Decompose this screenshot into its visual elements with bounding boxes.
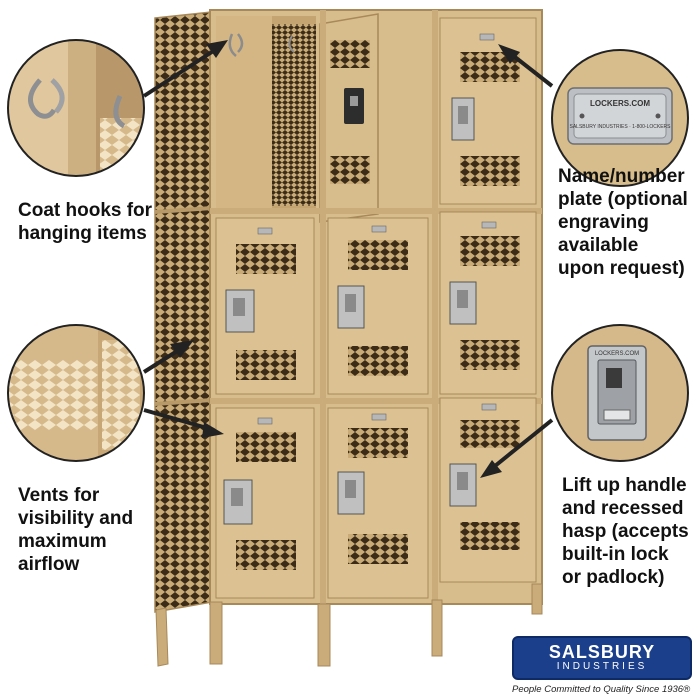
callout-line: visibility and xyxy=(18,508,134,529)
callout-arrows xyxy=(142,40,554,478)
brand-logo: SALSBURY INDUSTRIES People Committed to … xyxy=(512,636,692,695)
locker-bank xyxy=(154,9,543,667)
arrow-handle xyxy=(488,418,554,472)
callout-line: maximum xyxy=(18,531,107,552)
callout-line: and recessed xyxy=(562,498,684,519)
callout-line: hanging items xyxy=(18,223,147,244)
brand-badge: SALSBURY INDUSTRIES xyxy=(512,636,692,680)
callout-handle: Lift up handle and recessed hasp (accept… xyxy=(562,474,689,589)
callout-line: plate (optional xyxy=(558,189,688,210)
locker-door xyxy=(327,407,429,599)
callout-line: hasp (accepts xyxy=(562,521,689,542)
locker-door xyxy=(439,397,537,583)
callout-line: built-in lock xyxy=(562,544,669,565)
locker-door xyxy=(439,17,537,205)
arrow-hooks xyxy=(142,46,220,98)
arrow-vents-lower xyxy=(143,408,215,432)
callout-coat-hooks: Coat hooks for hanging items xyxy=(18,199,152,245)
brand-tagline: People Committed to Quality Since 1936® xyxy=(512,684,691,695)
open-door xyxy=(319,13,379,223)
detail-circle-hooks xyxy=(7,39,145,177)
callout-line: Name/number xyxy=(558,166,685,187)
plate-bottom-text: SALSBURY INDUSTRIES · 1-800-LOCKERS xyxy=(570,124,672,130)
detail-circle-handle: LOCKERS.COM xyxy=(551,324,689,462)
locker-door xyxy=(215,217,315,395)
locker-side-panel xyxy=(155,12,212,612)
detail-circle-vents xyxy=(7,324,145,462)
callout-line: engraving xyxy=(558,212,649,233)
callout-line: or padlock) xyxy=(562,567,665,588)
locker-door xyxy=(439,211,537,395)
handle-plate-text: LOCKERS.COM xyxy=(595,351,639,357)
detail-circle-plate: LOCKERS.COM SALSBURY INDUSTRIES · 1-800-… xyxy=(551,49,689,187)
locker-legs xyxy=(155,583,543,667)
arrow-vents xyxy=(142,346,184,374)
brand-subtitle: INDUSTRIES xyxy=(556,661,648,672)
callout-line: Coat hooks for xyxy=(18,200,153,221)
brand-name: SALSBURY xyxy=(548,642,656,662)
callout-vents: Vents for visibility and maximum airflow xyxy=(18,484,133,576)
callout-line: upon request) xyxy=(558,258,685,279)
plate-top-text: LOCKERS.COM xyxy=(590,99,650,108)
callout-line: Vents for xyxy=(18,485,100,506)
callout-line: Lift up handle xyxy=(562,475,687,496)
callout-line: available xyxy=(558,235,639,256)
callout-line: airflow xyxy=(18,554,80,575)
locker-door xyxy=(215,407,315,599)
open-compartment xyxy=(216,16,316,208)
callout-name-plate: Name/number plate (optional engraving av… xyxy=(558,165,688,280)
locker-door xyxy=(327,217,429,395)
